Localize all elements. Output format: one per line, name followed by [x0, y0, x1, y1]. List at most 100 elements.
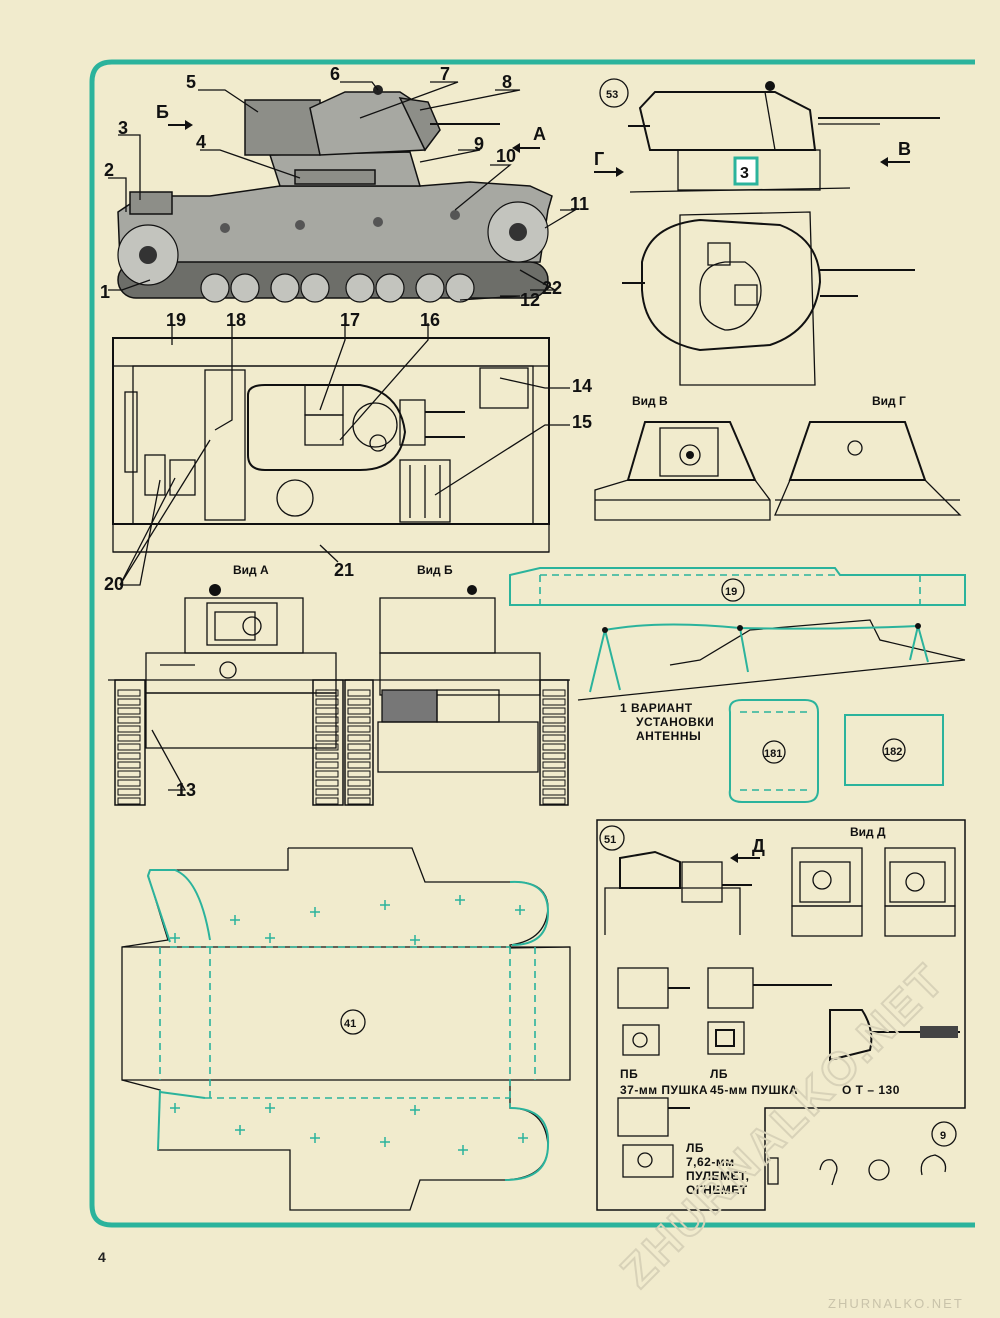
antenna-variant: 1 ВАРИАНТ УСТАНОВКИ АНТЕННЫ	[577, 619, 966, 743]
arrow-g-label: Г	[594, 149, 604, 169]
ot-130-caption: О Т – 130	[842, 1083, 900, 1097]
track-link	[315, 752, 339, 760]
view-v: Вид В	[594, 394, 771, 521]
arrow-d-label: Д	[752, 836, 765, 856]
track-link	[315, 734, 339, 742]
pb-gun-caption: 37-мм ПУШКА	[620, 1083, 708, 1097]
track-link	[542, 716, 566, 724]
view-g: Вид Г	[774, 394, 962, 516]
track-link	[117, 743, 141, 751]
label-14: 14	[572, 376, 592, 396]
label-16: 16	[420, 310, 440, 330]
track-link	[542, 770, 566, 778]
track-link	[347, 689, 371, 697]
antenna-caption-2: УСТАНОВКИ	[636, 715, 714, 729]
vid-v-label: Вид В	[632, 394, 668, 408]
label-12: 12	[520, 290, 540, 310]
page-number: 4	[98, 1249, 106, 1265]
label-20: 20	[104, 574, 124, 594]
track-link	[315, 788, 339, 796]
label-21: 21	[334, 560, 354, 580]
tank-side-view	[117, 85, 553, 303]
track-link	[117, 770, 141, 778]
track-link	[347, 761, 371, 769]
track-link	[117, 689, 141, 697]
label-6: 6	[330, 64, 340, 84]
track-link	[117, 698, 141, 706]
watermark: ZHURNALKO.NET	[609, 952, 955, 1298]
label-2: 2	[104, 160, 114, 180]
vid-a-label: Вид А	[233, 563, 269, 577]
label-15: 15	[572, 412, 592, 432]
track-link	[542, 734, 566, 742]
track-link	[117, 752, 141, 760]
part-41-hull-net: 41	[121, 847, 571, 1211]
part-53-label: 53	[606, 89, 618, 101]
track-link	[347, 770, 371, 778]
part-18-1-label: 181	[764, 748, 782, 760]
arrow-a-label: А	[533, 124, 546, 144]
track-link	[542, 761, 566, 769]
vid-b-label: Вид Б	[417, 563, 453, 577]
label-10: 10	[496, 146, 516, 166]
track-link	[542, 698, 566, 706]
view-b-tracks	[347, 689, 566, 805]
track-link	[542, 797, 566, 805]
lb-title: ЛБ	[710, 1067, 728, 1081]
track-link	[347, 779, 371, 787]
track-link	[315, 725, 339, 733]
part-19: 19	[509, 567, 966, 606]
arrow-b-label: Б	[156, 102, 169, 122]
label-5: 5	[186, 72, 196, 92]
part-41-label: 41	[344, 1018, 356, 1030]
part-19-label: 19	[725, 586, 737, 598]
vid-g-label: Вид Г	[872, 394, 906, 408]
watermark-text: ZHURNALKO.NET	[610, 953, 954, 1297]
part-9: 9	[767, 1121, 957, 1186]
track-link	[315, 689, 339, 697]
track-link	[347, 698, 371, 706]
top-view-labels: 19 18 17 16 14 15 21 20	[104, 310, 592, 594]
track-link	[347, 797, 371, 805]
arrow-v-label: В	[898, 139, 911, 159]
label-13: 13	[176, 780, 196, 800]
side-view-leaders	[108, 81, 578, 301]
view-a-tracks	[117, 689, 339, 805]
pb-title: ПБ	[620, 1067, 638, 1081]
lb2-caption-1: 7,62-мм	[686, 1155, 735, 1169]
track-link	[315, 743, 339, 751]
lb2-title: ЛБ	[686, 1141, 704, 1155]
hull-number: 3	[740, 165, 749, 182]
track-link	[347, 743, 371, 751]
site-footer: ZHURNALKO.NET	[828, 1296, 964, 1311]
label-4: 4	[196, 132, 206, 152]
track-link	[117, 788, 141, 796]
track-link	[117, 725, 141, 733]
track-link	[347, 734, 371, 742]
label-7: 7	[440, 64, 450, 84]
track-link	[117, 734, 141, 742]
track-link	[117, 761, 141, 769]
track-link	[117, 716, 141, 724]
part-18-1: 181	[728, 699, 819, 803]
track-link	[315, 770, 339, 778]
track-link	[542, 743, 566, 751]
label-17: 17	[340, 310, 360, 330]
track-link	[542, 788, 566, 796]
track-link	[542, 752, 566, 760]
label-11: 11	[570, 194, 589, 214]
part-51-label: 51	[604, 834, 616, 846]
track-link	[315, 707, 339, 715]
panel-51: 51 Д Вид Д ПБ 37-мм ПУШКА ЛБ 45-мм ПУШКА…	[596, 819, 966, 1211]
label-8: 8	[502, 72, 512, 92]
label-3: 3	[118, 118, 128, 138]
track-link	[542, 725, 566, 733]
track-link	[315, 761, 339, 769]
track-link	[542, 689, 566, 697]
label-18: 18	[226, 310, 246, 330]
track-link	[315, 698, 339, 706]
part-9-label: 9	[940, 1130, 946, 1142]
track-link	[315, 779, 339, 787]
view-a: Вид А	[108, 563, 350, 806]
